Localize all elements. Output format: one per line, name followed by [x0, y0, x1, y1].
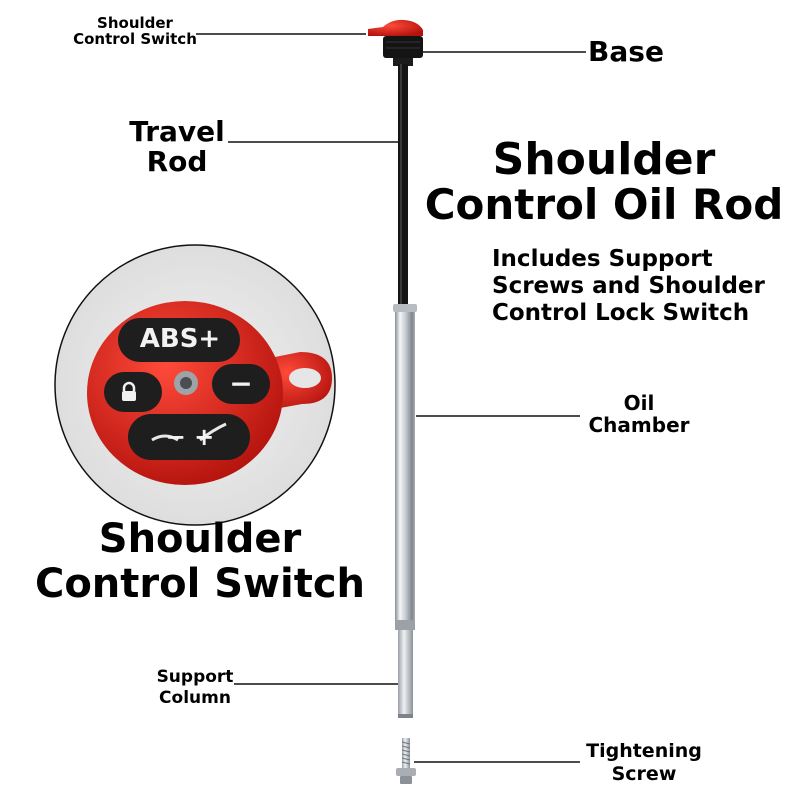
leader-lines: [196, 33, 586, 763]
label-tightening-screw: Tightening Screw: [586, 740, 702, 785]
knob-bottom-text: − +: [165, 423, 215, 451]
oil-chamber-tube: [395, 304, 415, 630]
label-switch-top: Shoulder Control Switch: [73, 14, 197, 48]
tab-hole: [289, 368, 321, 388]
label-support-column: Support Column: [156, 667, 234, 708]
top-switch-part: [368, 19, 423, 66]
inset-caption: Shoulder Control Switch: [34, 516, 366, 607]
inset-switch-closeup: [54, 244, 336, 526]
knob-top: [118, 318, 240, 362]
label-travel-rod: Travel Rod: [129, 115, 225, 178]
travel-rod: [398, 64, 408, 304]
label-base: Base: [588, 35, 664, 68]
label-oil-chamber: Oil Chamber: [588, 391, 690, 437]
base-black-block: [383, 36, 423, 58]
switch-red-cap: [368, 19, 423, 36]
lock-icon: [117, 380, 141, 404]
knob-top-text: ABS+: [139, 324, 221, 354]
knob-right-text: −: [229, 367, 253, 400]
support-column: [398, 630, 413, 718]
knob-bottom: [128, 414, 250, 460]
tightening-screw: [396, 738, 416, 784]
page-title: Shoulder Control Oil Rod: [424, 134, 784, 229]
knob-right: [212, 364, 270, 404]
description: Includes Support Screws and Shoulder Con…: [492, 246, 765, 326]
